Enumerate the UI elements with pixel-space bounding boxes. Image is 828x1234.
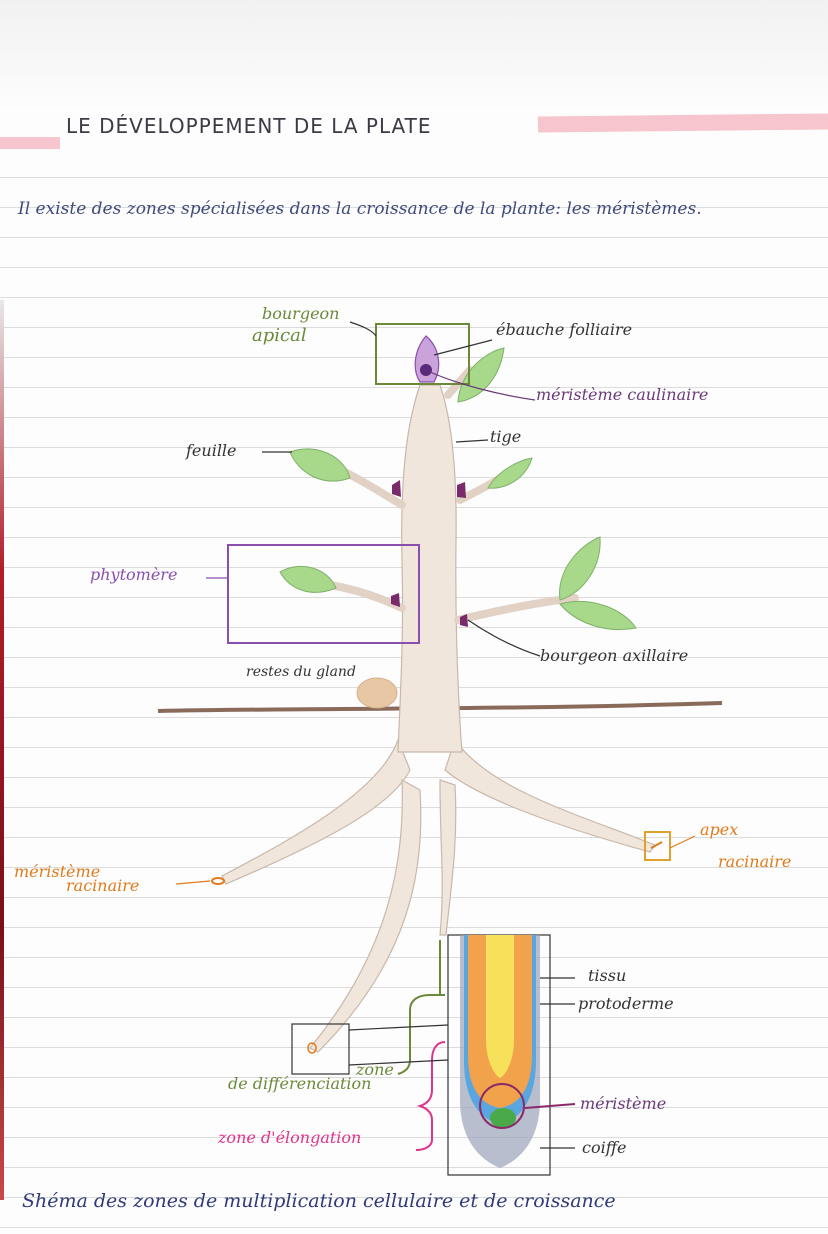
label-meristeme-caulinaire: méristème caulinaire	[536, 385, 709, 404]
label-zone-elongation: zone d'élongation	[218, 1128, 362, 1147]
label-zone-differenciation-2: de différenciation	[228, 1074, 372, 1093]
notebook-binding-edge	[0, 300, 4, 1200]
leaf	[279, 565, 337, 593]
axillary-buds	[391, 480, 468, 627]
apical-bud-box	[375, 323, 470, 385]
label-coiffe: coiffe	[582, 1138, 627, 1157]
label-apex-racinaire-2: racinaire	[718, 852, 792, 871]
roots	[221, 738, 656, 1053]
page-title: LE DÉVELOPPEMENT DE LA PLATE	[66, 114, 432, 138]
leader-lines	[175, 321, 696, 1149]
label-protoderme: protoderme	[578, 994, 674, 1013]
label-feuille: feuille	[186, 441, 237, 460]
root-tip-box	[291, 1023, 350, 1075]
differentiation-bracket	[397, 994, 431, 1075]
leaf	[559, 536, 601, 601]
label-phytomere: phytomère	[90, 565, 178, 584]
label-restes-gland: restes du gland	[246, 664, 356, 680]
label-bourgeon-apical-2: apical	[252, 325, 307, 346]
label-apex-racinaire-1: apex	[700, 820, 739, 839]
acorn-remains	[356, 677, 398, 709]
diagram-caption: Shéma des zones de multiplication cellul…	[22, 1190, 616, 1212]
intro-text: Il existe des zones spécialisées dans la…	[18, 199, 702, 219]
label-bourgeon-apical-1: bourgeon	[262, 304, 340, 323]
stem	[397, 384, 463, 753]
leaf	[487, 457, 533, 489]
label-bourgeon-axillaire: bourgeon axillaire	[540, 646, 689, 665]
label-tissu: tissu	[588, 966, 627, 985]
label-zone-differenciation-1: zone	[356, 1060, 394, 1079]
label-tige: tige	[490, 427, 522, 446]
leaf	[289, 448, 351, 482]
elongation-bracket	[415, 1041, 446, 1151]
leaf	[457, 347, 505, 403]
label-meristeme-racinaire-1: méristème	[14, 862, 101, 881]
page-top-shading	[0, 0, 828, 110]
leaf	[559, 601, 637, 631]
phytomer-box	[227, 544, 420, 644]
label-ebauche-foliaire: ébauche folliaire	[496, 320, 633, 339]
label-meristeme: méristème	[580, 1094, 667, 1113]
caulinary-meristem-dot	[420, 364, 432, 376]
title-highlight-left	[0, 137, 60, 149]
root-tip-detail	[447, 934, 551, 1176]
root-apex-box	[644, 831, 671, 861]
leaves	[279, 347, 637, 631]
label-meristeme-racinaire-2: racinaire	[66, 876, 140, 895]
